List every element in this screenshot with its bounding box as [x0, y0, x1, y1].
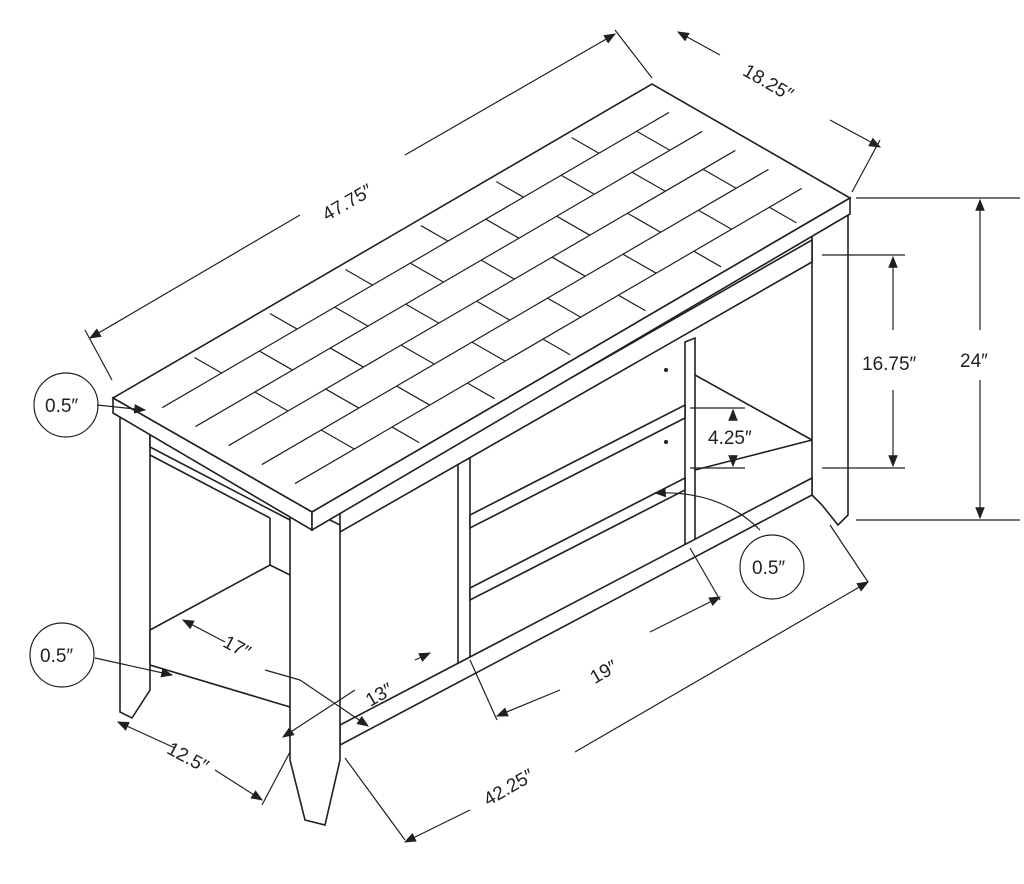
- brick-line: [391, 426, 420, 444]
- top-thickness-callout: [33, 372, 99, 438]
- brick-line: [194, 356, 222, 374]
- shelf-pin-hole: [664, 368, 668, 372]
- brick-line: [261, 168, 769, 466]
- bottom-thickness-callout: [29, 622, 95, 688]
- brick-line: [420, 225, 449, 242]
- center-divider: [457, 456, 471, 667]
- bottom-thickness-label: 0.5″: [40, 646, 73, 667]
- base-length-label: 42.25″: [480, 765, 538, 810]
- brick-line: [551, 256, 586, 277]
- inner-height-label: 16.75″: [862, 354, 917, 375]
- brick-line: [560, 174, 595, 195]
- brick-line: [162, 111, 670, 409]
- brick-line: [631, 171, 666, 192]
- left-inner-edge: [149, 454, 271, 519]
- depth-label: 18.25″: [739, 60, 797, 105]
- brick-line: [254, 391, 289, 412]
- brick-line: [409, 262, 444, 283]
- brick-pattern: [162, 111, 802, 485]
- bottom-shelf-left: [149, 564, 301, 712]
- brick-line: [467, 382, 495, 400]
- height-label: 24″: [960, 351, 988, 372]
- length-label: 47.75″: [319, 180, 377, 225]
- brick-line: [769, 206, 797, 224]
- brick-line: [485, 218, 520, 239]
- tabletop-front-edge: [311, 196, 851, 532]
- shelf-thickness-label: 0.5″: [752, 558, 785, 579]
- brick-line: [480, 259, 515, 280]
- brick-line: [195, 130, 703, 428]
- brick-line: [294, 187, 802, 485]
- brick-line: [618, 294, 646, 312]
- brick-line: [627, 212, 661, 233]
- bottom-rail: [339, 476, 813, 747]
- brick-line: [476, 300, 511, 321]
- brick-line: [547, 297, 581, 318]
- brick-line: [693, 250, 722, 268]
- brick-line: [471, 341, 506, 362]
- brick-line: [320, 429, 355, 450]
- brick-line: [622, 253, 657, 274]
- leg-depth-label: 12.5″: [163, 739, 212, 778]
- brick-line: [269, 312, 298, 330]
- shelf-thickness-callout: [739, 534, 805, 600]
- right-divider: [684, 336, 696, 547]
- brick-line: [329, 347, 364, 368]
- center-opening-label: 19″: [587, 656, 622, 688]
- top-thickness-label: 0.5″: [45, 396, 78, 417]
- brick-line: [334, 306, 369, 327]
- brick-line: [542, 338, 571, 356]
- front-left-leg: [289, 498, 341, 826]
- brick-line: [400, 344, 435, 365]
- dimension-lines: [84, 29, 1020, 843]
- brick-line: [495, 181, 524, 198]
- brick-line: [698, 209, 732, 230]
- back-left-leg: [119, 408, 151, 720]
- middle-shelf: [469, 403, 686, 530]
- shelf-spacing-label: 4.25″: [708, 428, 752, 449]
- brick-line: [259, 350, 293, 371]
- brick-line: [228, 149, 736, 447]
- stand-body: [111, 83, 852, 826]
- brick-line: [345, 269, 373, 286]
- brick-line: [702, 168, 737, 189]
- brick-line: [396, 385, 431, 406]
- shelf-pin-hole: [664, 440, 668, 444]
- brick-line: [405, 303, 440, 324]
- brick-line: [325, 388, 360, 409]
- brick-line: [571, 137, 600, 154]
- brick-line: [636, 130, 671, 151]
- brick-line: [556, 215, 591, 236]
- lower-shelf: [469, 476, 686, 602]
